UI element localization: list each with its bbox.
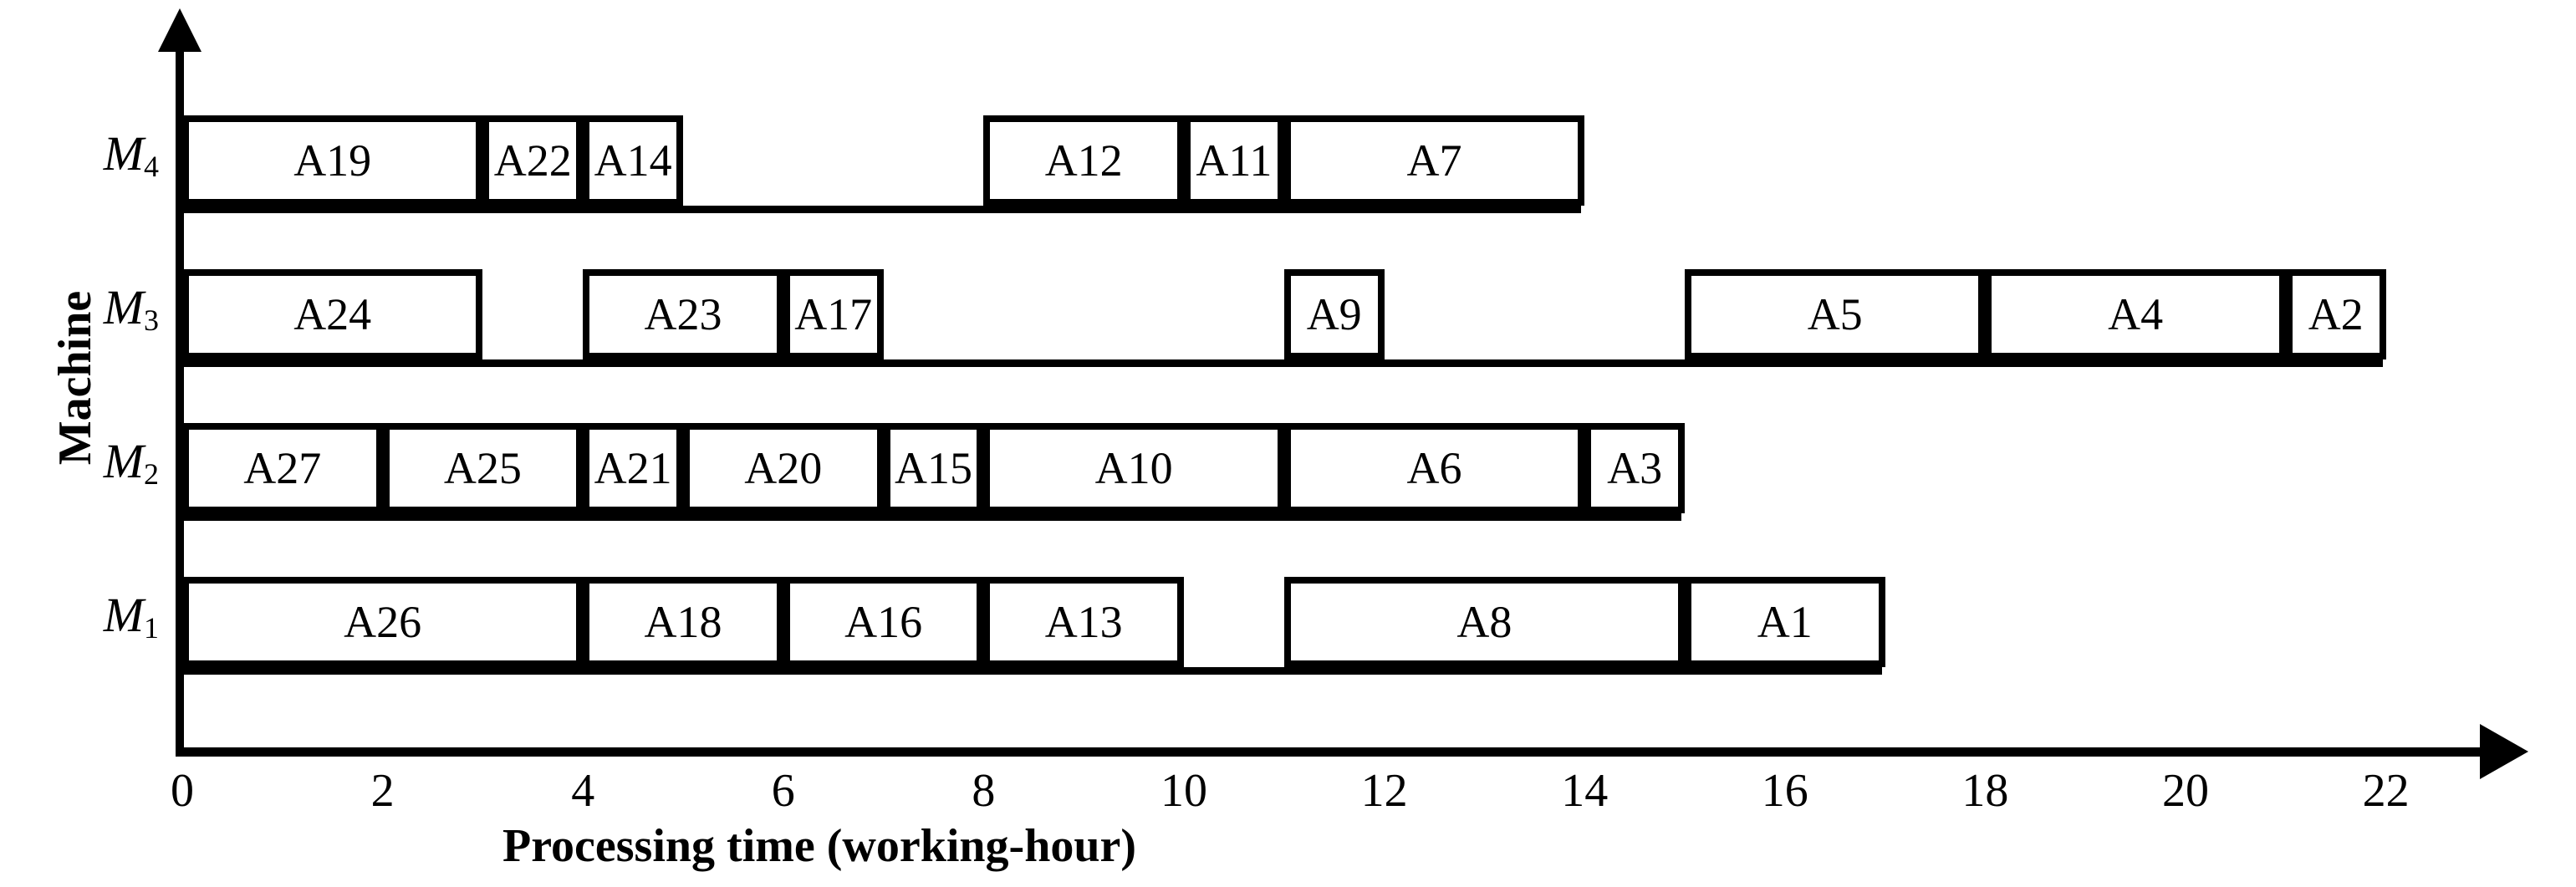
task-bar-label: A27 bbox=[243, 443, 322, 493]
row-baseline-m4 bbox=[176, 206, 1582, 213]
machine-label-base: M bbox=[103, 434, 145, 488]
task-bar-a11[interactable]: A11 bbox=[1184, 115, 1284, 206]
task-bar-a10[interactable]: A10 bbox=[983, 423, 1284, 513]
task-bar-label: A25 bbox=[443, 443, 522, 493]
task-bar-a15[interactable]: A15 bbox=[883, 423, 984, 513]
task-bar-label: A20 bbox=[744, 443, 823, 493]
task-bar-a20[interactable]: A20 bbox=[683, 423, 884, 513]
x-tick-label: 12 bbox=[1360, 765, 1408, 817]
x-tick-label: 10 bbox=[1160, 765, 1207, 817]
task-bar-label: A4 bbox=[2108, 289, 2164, 339]
x-axis-arrow-icon bbox=[2480, 724, 2528, 779]
x-tick-label: 18 bbox=[1961, 765, 2009, 817]
task-bar-a5[interactable]: A5 bbox=[1685, 269, 1986, 359]
machine-label-index: 3 bbox=[144, 303, 159, 337]
task-bar-label: A9 bbox=[1306, 289, 1362, 339]
task-bar-label: A24 bbox=[293, 289, 372, 339]
task-bar-label: A16 bbox=[844, 597, 923, 647]
task-bar-a6[interactable]: A6 bbox=[1283, 423, 1585, 513]
task-bar-a4[interactable]: A4 bbox=[1985, 269, 2286, 359]
task-bar-a2[interactable]: A2 bbox=[2285, 269, 2386, 359]
task-bar-a25[interactable]: A25 bbox=[382, 423, 584, 513]
task-bar-label: A7 bbox=[1406, 135, 1462, 186]
task-bar-a8[interactable]: A8 bbox=[1283, 577, 1685, 667]
task-bar-a12[interactable]: A12 bbox=[983, 115, 1184, 206]
task-bar-a18[interactable]: A18 bbox=[583, 577, 783, 667]
row-baseline-m3 bbox=[176, 359, 2383, 367]
row-baseline-m1 bbox=[176, 667, 1882, 675]
task-bar-label: A8 bbox=[1456, 597, 1512, 647]
task-bar-a1[interactable]: A1 bbox=[1685, 577, 1885, 667]
task-bar-a27[interactable]: A27 bbox=[182, 423, 383, 513]
task-bar-label: A2 bbox=[2308, 289, 2364, 339]
task-bar-label: A14 bbox=[594, 135, 672, 186]
task-bar-a17[interactable]: A17 bbox=[783, 269, 884, 359]
task-bar-label: A10 bbox=[1094, 443, 1173, 493]
task-bar-a3[interactable]: A3 bbox=[1584, 423, 1685, 513]
task-bar-a13[interactable]: A13 bbox=[983, 577, 1184, 667]
task-bar-label: A12 bbox=[1044, 135, 1123, 186]
task-bar-label: A17 bbox=[794, 289, 873, 339]
machine-label-base: M bbox=[103, 280, 145, 334]
x-tick-label: 16 bbox=[1761, 765, 1808, 817]
task-bar-a24[interactable]: A24 bbox=[182, 269, 483, 359]
y-axis-label-m4: M4 bbox=[0, 125, 159, 183]
task-bar-a26[interactable]: A26 bbox=[182, 577, 584, 667]
x-tick-label: 0 bbox=[171, 765, 194, 817]
task-bar-label: A5 bbox=[1807, 289, 1863, 339]
x-tick-label: 22 bbox=[2362, 765, 2410, 817]
row-baseline-m2 bbox=[176, 513, 1681, 521]
y-axis-label-m2: M2 bbox=[0, 433, 159, 491]
x-axis-line bbox=[176, 747, 2487, 757]
task-bar-a14[interactable]: A14 bbox=[583, 115, 683, 206]
x-tick-label: 20 bbox=[2162, 765, 2209, 817]
x-tick-label: 4 bbox=[571, 765, 595, 817]
x-tick-label: 6 bbox=[771, 765, 795, 817]
task-bar-a23[interactable]: A23 bbox=[583, 269, 783, 359]
task-bar-label: A3 bbox=[1607, 443, 1663, 493]
task-bar-label: A23 bbox=[644, 289, 722, 339]
task-bar-a9[interactable]: A9 bbox=[1283, 269, 1385, 359]
task-bar-label: A21 bbox=[594, 443, 672, 493]
task-bar-label: A19 bbox=[293, 135, 372, 186]
task-bar-label: A15 bbox=[894, 443, 972, 493]
machine-label-base: M bbox=[103, 126, 145, 181]
machine-label-index: 2 bbox=[144, 456, 159, 491]
task-bar-label: A11 bbox=[1196, 135, 1273, 186]
x-tick-label: 14 bbox=[1561, 765, 1609, 817]
task-bar-label: A22 bbox=[493, 135, 572, 186]
task-bar-a16[interactable]: A16 bbox=[783, 577, 984, 667]
machine-label-base: M bbox=[103, 588, 145, 642]
x-tick-label: 8 bbox=[972, 765, 996, 817]
x-tick-label: 2 bbox=[370, 765, 395, 817]
task-bar-a19[interactable]: A19 bbox=[182, 115, 483, 206]
y-axis-line bbox=[176, 43, 184, 756]
y-axis-label-m3: M3 bbox=[0, 279, 159, 337]
machine-label-index: 4 bbox=[144, 149, 159, 183]
y-axis-label-m1: M1 bbox=[0, 587, 159, 645]
task-bar-label: A6 bbox=[1406, 443, 1462, 493]
task-bar-label: A13 bbox=[1044, 597, 1123, 647]
task-bar-label: A26 bbox=[344, 597, 422, 647]
task-bar-label: A1 bbox=[1757, 597, 1813, 647]
task-bar-a21[interactable]: A21 bbox=[583, 423, 683, 513]
task-bar-label: A18 bbox=[644, 597, 722, 647]
x-axis-title: Processing time (working-hour) bbox=[502, 820, 1136, 872]
machine-label-index: 1 bbox=[144, 610, 159, 645]
task-bar-a7[interactable]: A7 bbox=[1283, 115, 1585, 206]
task-bar-a22[interactable]: A22 bbox=[482, 115, 584, 206]
